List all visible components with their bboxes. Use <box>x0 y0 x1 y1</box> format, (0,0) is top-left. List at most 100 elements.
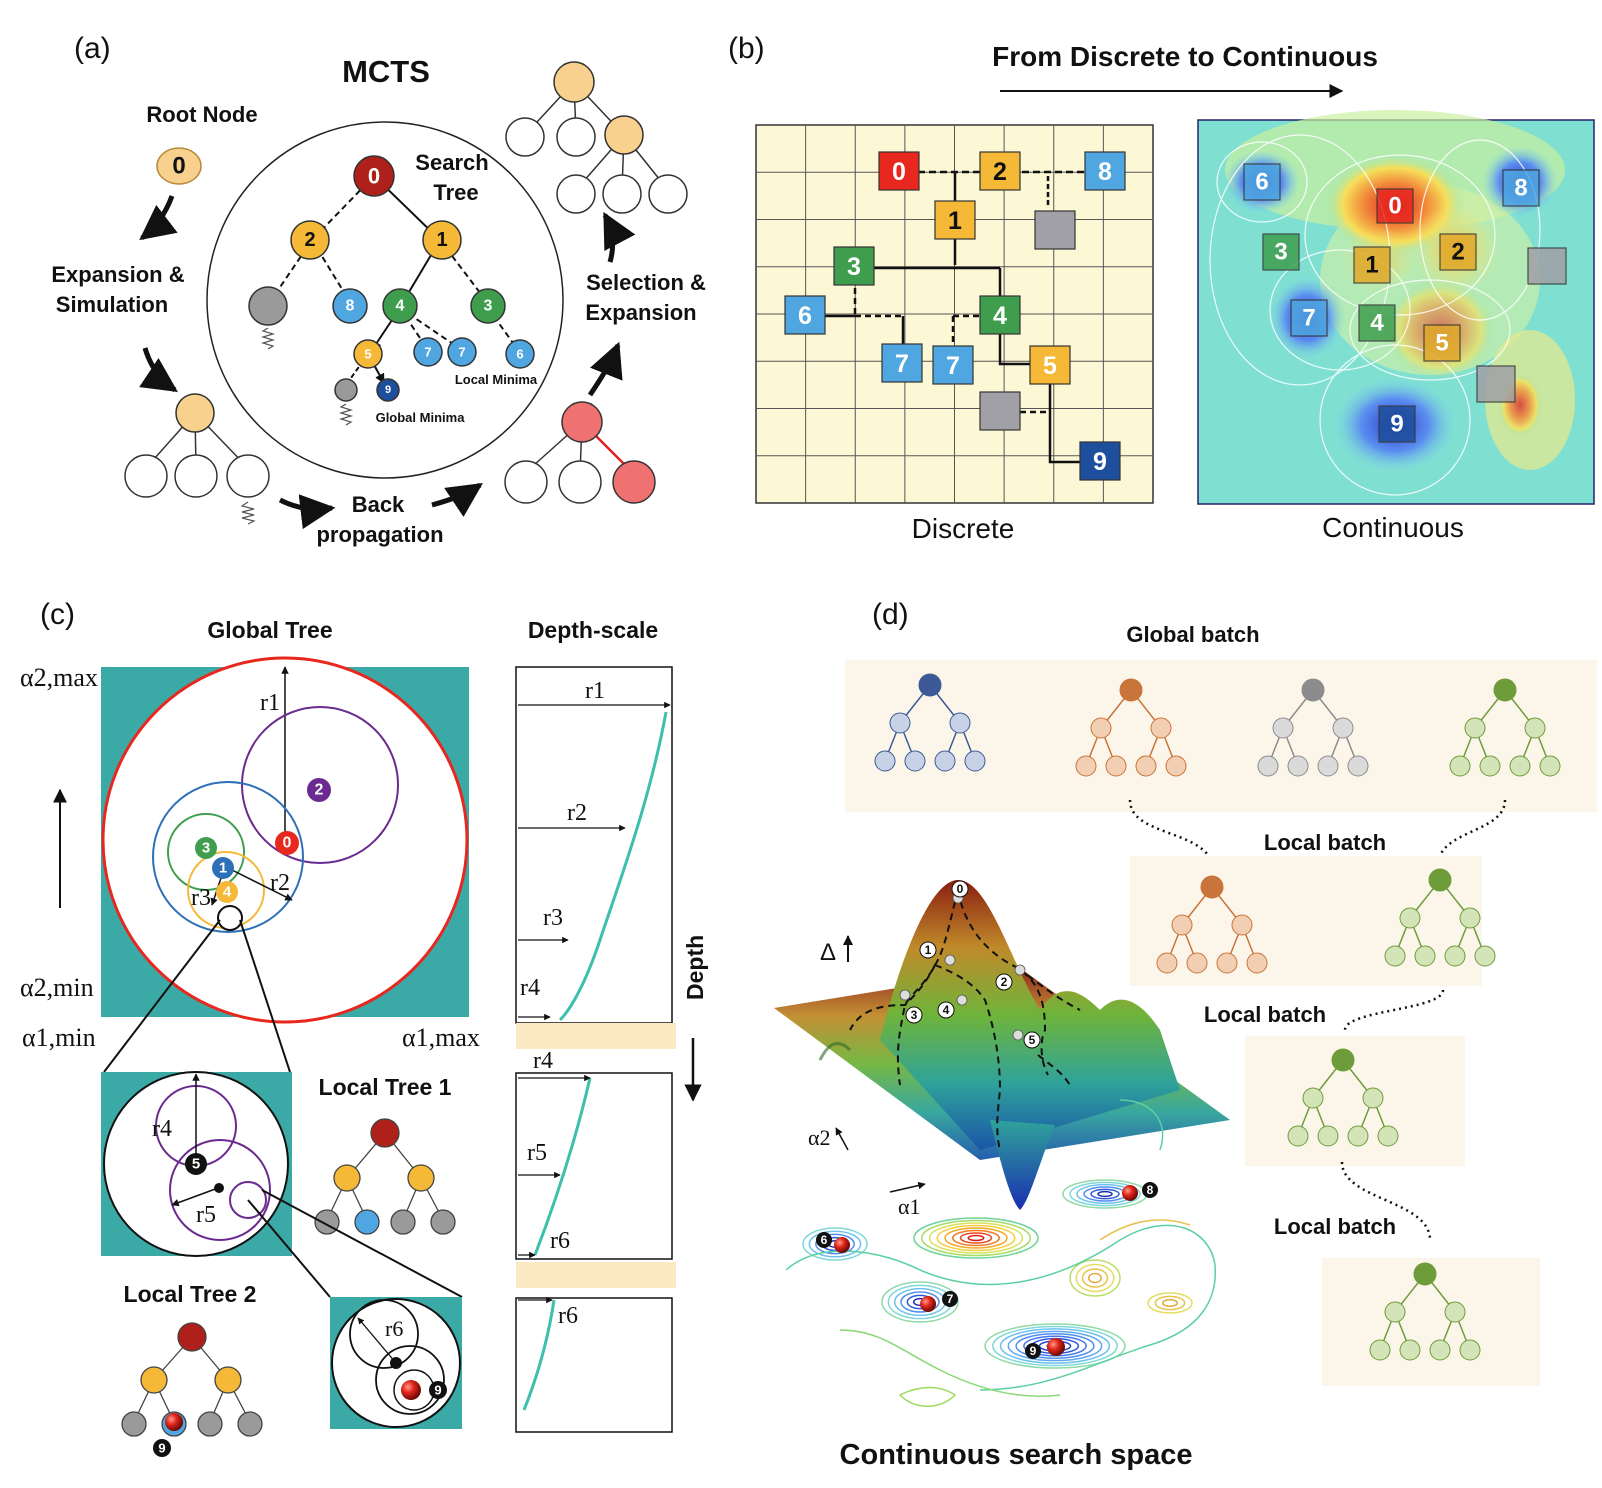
alpha2-max-label: α2,max <box>20 663 98 692</box>
tree-leaf-node <box>1287 755 1309 777</box>
tree-leaf-node <box>1539 755 1561 777</box>
continuous-search-space-title: Continuous search space <box>840 1439 1193 1471</box>
r1-label: r1 <box>260 690 280 716</box>
alpha1-axis-label: α1 <box>898 1194 921 1219</box>
contour-ring <box>881 1281 959 1323</box>
contour-ring <box>992 1325 1118 1367</box>
contour-ring <box>1015 1333 1095 1359</box>
svg-text:r6: r6 <box>550 1228 570 1254</box>
contour-ring <box>815 1233 855 1255</box>
tree-node <box>949 712 971 734</box>
discrete-box-labels: 0 2 8 1 3 6 4 7 7 5 9 <box>798 158 1112 476</box>
zoom-line-right <box>239 919 291 1073</box>
panel-b-title: From Discrete to Continuous <box>992 41 1378 72</box>
selection-expansion-line2: Expansion <box>585 300 696 325</box>
r6-arrow-local <box>357 1317 397 1364</box>
zoom-line-2-right <box>261 1189 463 1298</box>
back-propagation-line2: propagation <box>316 522 443 547</box>
svg-text:2: 2 <box>993 158 1007 186</box>
local-tree-2-marker <box>153 1439 171 1457</box>
svg-text:7: 7 <box>424 345 431 360</box>
global-tree-markers: 2 0 3 1 4 <box>195 778 331 903</box>
discrete-caption: Discrete <box>912 513 1015 544</box>
r2-arrow <box>227 867 293 901</box>
depth4-circle <box>217 905 243 931</box>
local-batch-3-trees <box>1369 1262 1481 1361</box>
batch-tree <box>874 673 986 772</box>
contour-ring <box>999 1328 1111 1364</box>
alpha2-min-label: α2,min <box>20 973 94 1002</box>
panel-c: (c) Global Tree Depth-scale α2,max α2,mi… <box>20 598 708 1457</box>
alpha1-max-label: α1,max <box>402 1023 480 1052</box>
search-tree-nodes <box>248 155 535 402</box>
expansion-simulation-line1: Expansion & <box>51 262 184 287</box>
r5-label-local: r5 <box>196 1202 216 1228</box>
tree-leaf-node <box>1287 1125 1309 1147</box>
tree-leaf-node <box>1369 1339 1391 1361</box>
tree-node <box>1524 717 1546 739</box>
svg-text:3: 3 <box>1274 239 1287 266</box>
svg-text:8: 8 <box>1514 175 1527 202</box>
svg-text:3: 3 <box>484 298 493 315</box>
tree-leaf-node <box>1257 755 1279 777</box>
alpha1-axis-arrow-d <box>889 1181 926 1193</box>
spring-icon <box>240 501 256 525</box>
depth-scale-labels: r1 r2 r3 r4 r4 r5 r6 r6 <box>520 678 605 1329</box>
tree-root-node <box>1331 1048 1355 1072</box>
svg-text:r1: r1 <box>585 678 605 704</box>
r3-label: r3 <box>191 885 211 911</box>
search-tree-edges <box>269 175 519 386</box>
svg-text:2: 2 <box>304 229 315 251</box>
svg-text:5: 5 <box>364 347 371 362</box>
tree-root-node <box>1493 678 1517 702</box>
contour-ring <box>913 1217 1039 1259</box>
tree-root-node <box>1200 875 1224 899</box>
depth2-circle-1 <box>152 781 304 933</box>
svg-text:9: 9 <box>158 1441 165 1456</box>
local2-center-dot <box>390 1357 402 1369</box>
tree-leaf-node <box>1414 945 1436 967</box>
tree-root-node <box>1413 1262 1437 1286</box>
tree-leaf-node <box>1156 952 1178 974</box>
svg-text:4: 4 <box>1370 310 1384 337</box>
local-batch-box-2 <box>1245 1036 1465 1166</box>
svg-text:5: 5 <box>1043 352 1057 380</box>
svg-text:9: 9 <box>1093 448 1107 476</box>
svg-text:2: 2 <box>1451 239 1464 266</box>
batch-tree <box>1156 875 1268 974</box>
tree-leaf-node <box>1216 952 1238 974</box>
local-batch-1-trees <box>1156 868 1496 974</box>
search-tree-line2: Tree <box>433 180 478 205</box>
global-batch-trees <box>874 673 1561 777</box>
batch-tree <box>1287 1048 1399 1147</box>
contour-ring <box>887 1284 953 1320</box>
panel-d: (d) Global batch Local batch Local batch… <box>774 598 1597 1471</box>
alpha2-axis-label: α2 <box>808 1125 831 1150</box>
tree-leaf-node <box>1459 1339 1481 1361</box>
contour-ring <box>1088 1272 1102 1284</box>
tree-leaf-node <box>1135 755 1157 777</box>
tree-leaf-node <box>1317 1125 1339 1147</box>
svg-text:4: 4 <box>396 298 405 315</box>
tree-leaf-node <box>934 750 956 772</box>
tree-leaf-node <box>1347 755 1369 777</box>
svg-text:4: 4 <box>943 1003 950 1017</box>
svg-text:8: 8 <box>346 298 355 315</box>
svg-text:8: 8 <box>1098 158 1112 186</box>
global-batch-box <box>845 660 1597 812</box>
tree-node <box>1302 1087 1324 1109</box>
batch-tree <box>1449 678 1561 777</box>
global-minimum-sphere <box>401 1380 421 1400</box>
local1-center-dot <box>214 1183 224 1193</box>
svg-text:0: 0 <box>368 164 380 189</box>
contour-ring <box>1069 1259 1121 1297</box>
expansion-simulation-line2: Simulation <box>56 292 168 317</box>
r6-label-local: r6 <box>385 1316 403 1341</box>
curved-arrow-4 <box>431 482 483 518</box>
panel-a-label: (a) <box>74 32 111 65</box>
svg-text:2: 2 <box>315 782 324 799</box>
tree-leaf-node <box>1429 1339 1451 1361</box>
tree-leaf-node <box>1474 945 1496 967</box>
contour-ring <box>1090 1188 1120 1200</box>
